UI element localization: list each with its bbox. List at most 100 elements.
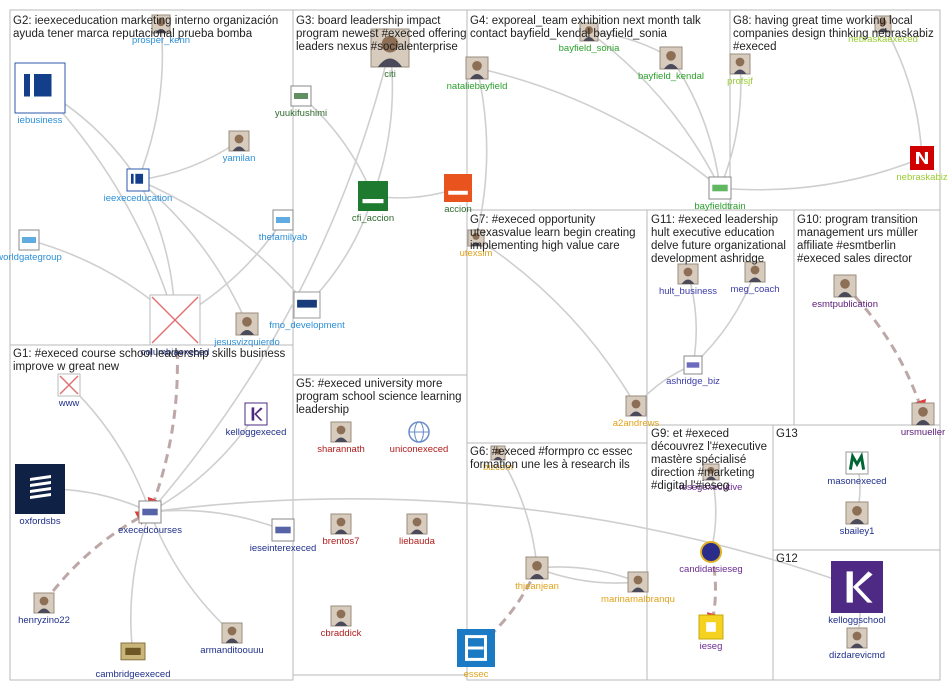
node-label-jesusvizquierdo: jesusvizquierdo [213,337,279,348]
group-title-line: G2: ieexeceducation marketing interno or… [13,15,278,27]
node-masonexeced[interactable]: masonexeced [827,451,887,487]
node-thefamilyab[interactable]: thefamilyab [259,209,308,243]
node-hult_business[interactable]: hult_business [659,263,717,297]
node-label-a2andrews: a2andrews [613,418,660,429]
node-citi[interactable]: citi [370,28,410,80]
node-liebauda[interactable]: liebauda [399,513,436,547]
node-utexsim[interactable]: utexsim [460,229,493,259]
group-title-line: G5: #execed university more [296,378,442,390]
node-dizdarevicmd[interactable]: dizdarevicmd [829,627,885,661]
node-nebraskaexeced[interactable]: nebraskaexeced [848,15,918,45]
node-label-kelloggexeced: kelloggexeced [226,427,287,438]
photo-icon [729,53,751,75]
node-yuukifushimi[interactable]: yuukifushimi [275,85,327,119]
node-cbraddick[interactable]: cbraddick [321,605,362,639]
cjbs-logo-icon [120,642,146,661]
node-ieseinterexeced[interactable]: ieseinterexeced [250,518,317,554]
node-label-hult_business: hult_business [659,286,717,297]
node-iebusiness[interactable]: iebusiness [14,62,66,126]
node-kelloggexeced[interactable]: kelloggexeced [226,402,287,438]
node-iesegexecutive[interactable]: iesegexecutive [680,463,743,493]
node-label-bayfieldtrain: bayfieldtrain [694,201,745,212]
node-bizcom[interactable]: bizcom [483,445,513,473]
node-henryzino22[interactable]: henryzino22 [18,592,70,626]
group-title-line: découvrez l'#executive [651,441,767,453]
node-label-citi: citi [384,69,396,80]
node-execedcourses[interactable]: execedcourses [118,500,182,536]
logo-icon [272,209,294,231]
edge-iebusiness-columbiaexeced [39,87,178,321]
node-label-marinamalbranqu: marinamalbranqu [601,594,675,605]
node-nataliebayfield[interactable]: nataliebayfield [447,56,508,92]
edge-execedcourses-ieseinterexeced [149,509,284,532]
node-marinamalbranqu[interactable]: marinamalbranqu [601,571,675,605]
node-bayfieldtrain[interactable]: bayfieldtrain [694,176,746,212]
node-accion[interactable]: accion [444,174,472,215]
photo-icon [659,46,683,70]
group-title-line: hult executive education [651,227,774,239]
node-label-ieseinterexeced: ieseinterexeced [250,543,317,554]
node-bayfield_kendal[interactable]: bayfield_kendal [638,46,704,82]
node-ashridge_biz[interactable]: ashridge_biz [666,355,720,387]
node-thjeanjean[interactable]: thjeanjean [515,556,559,592]
node-profsjf[interactable]: profsjf [727,53,753,87]
node-cfi_accion[interactable]: cfi_accion [352,181,394,224]
edge-henryzino22-execedcourses [42,510,152,604]
edge-columbiaexeced-execedcourses [147,319,179,514]
node-label-thjeanjean: thjeanjean [515,581,559,592]
node-label-liebauda: liebauda [399,536,436,547]
node-uniconexeced[interactable]: uniconexeced [390,421,449,455]
node-sharannath[interactable]: sharannath [317,421,365,455]
node-ieseg[interactable]: ieseg [698,614,724,652]
node-label-iebusiness: iebusiness [18,115,63,126]
node-label-masonexeced: masonexeced [827,476,886,487]
group-title-line: affiliate #esmtberlin [797,240,896,252]
group-title-line: delve future organizational [651,240,786,252]
photo-icon [627,571,649,593]
group-title-line: leaders nexus #socialenterprise [296,41,458,53]
node-www[interactable]: www [57,373,81,409]
node-prosper_kenn[interactable]: prosper_kenn [132,14,190,46]
group-title-g2: G2: ieexeceducation marketing interno or… [13,15,278,40]
node-label-ieseg: ieseg [700,641,723,652]
node-label-www: www [58,398,80,409]
node-bayfield_sonia[interactable]: bayfield_sonia [559,22,620,54]
node-oxfordsbs[interactable]: oxfordsbs [15,464,65,527]
node-label-oxfordsbs: oxfordsbs [19,516,60,527]
node-label-essec: essec [464,669,489,680]
node-armanditoouuu[interactable]: armanditoouuu [200,622,264,656]
node-a2andrews[interactable]: a2andrews [613,395,660,429]
node-nebraskabiz[interactable]: nebraskabiz [896,146,948,183]
node-esmtpublication[interactable]: esmtpublication [812,274,878,310]
node-label-cfi_accion: cfi_accion [352,213,394,224]
node-label-bayfield_kendal: bayfield_kendal [638,71,704,82]
group-title-line: formation une les à research ils [470,459,630,471]
node-essec[interactable]: essec [457,629,495,680]
node-worldgategroup[interactable]: worldgategroup [0,229,62,263]
node-columbiaexeced[interactable]: columbiaexeced [141,294,210,358]
node-ursmueller[interactable]: ursmueller [901,402,945,438]
logo-icon [683,355,703,375]
node-meg_coach[interactable]: meg_coach [730,261,780,295]
edge-bayfield_sonia-bayfieldtrain [588,31,721,189]
node-brentos7[interactable]: brentos7 [323,513,360,547]
photo-icon [846,627,868,649]
node-ieexeceducation[interactable]: ieexeceducation [104,168,173,204]
node-sbailey1[interactable]: sbailey1 [840,501,875,537]
group-title-line: G11: #execed leadership [651,214,778,226]
group-title-line: improve w great new [13,361,120,373]
node-fmo_development[interactable]: fmo_development [269,291,345,331]
node-yamilan[interactable]: yamilan [223,130,256,164]
node-candidatsieseg[interactable]: candidatsieseg [679,541,743,575]
node-jesusvizquierdo[interactable]: jesusvizquierdo [213,312,280,348]
group-title-line: G12 [776,553,798,565]
node-label-thefamilyab: thefamilyab [259,232,308,243]
photo-icon [702,463,720,481]
group-title-line: G13 [776,428,798,440]
node-cambridgeexeced[interactable]: cambridgeexeced [96,642,171,680]
node-kelloggschool[interactable]: kelloggschool [828,561,886,626]
